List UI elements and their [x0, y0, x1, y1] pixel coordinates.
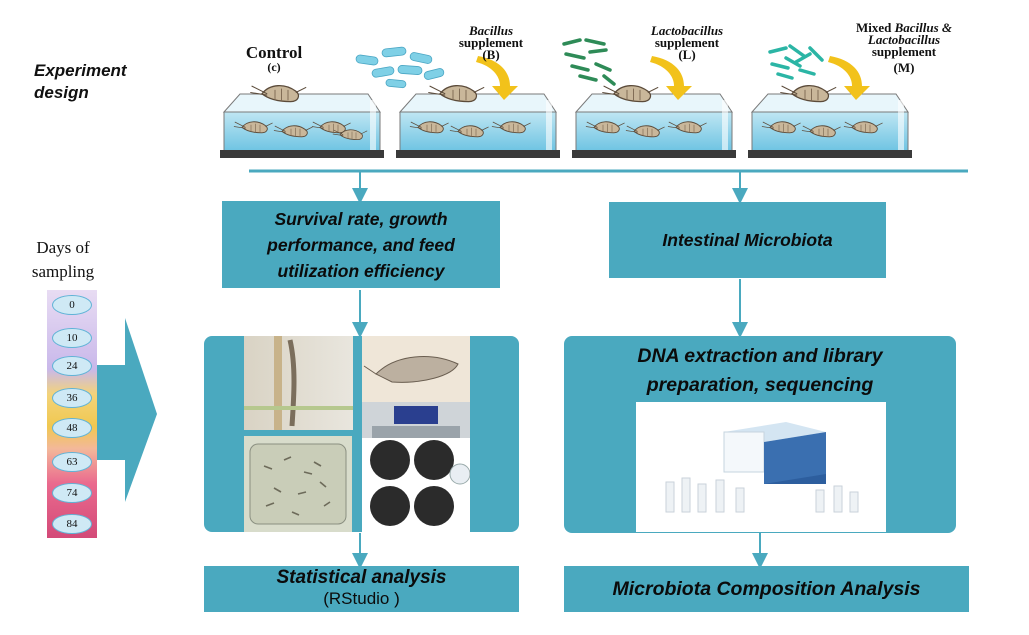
- day-84: 84: [52, 514, 92, 534]
- lactobacillus-sub: supplement: [654, 35, 720, 50]
- composition-box: Microbiota Composition Analysis: [564, 566, 969, 612]
- measurement-photos-panel: [204, 336, 519, 532]
- petri-dishes-photo: [362, 438, 470, 532]
- mixed-line2: Lactobacillus: [867, 32, 941, 47]
- day-24: 24: [52, 356, 92, 376]
- days-column: 0 10 24 36 48 63 74 84: [47, 290, 97, 538]
- days-title-line1: Days of: [36, 238, 90, 257]
- survival-text: Survival rate, growth performance, and f…: [267, 208, 455, 281]
- lactobacillus-code: (L): [678, 47, 696, 62]
- statistical-box: Statistical analysis (RStudio ): [204, 566, 519, 612]
- label-lactobacillus: Lactobacillus supplement (L): [624, 23, 750, 62]
- day-63: 63: [52, 452, 92, 472]
- control-code: (c): [267, 60, 281, 74]
- scale-photo: [362, 402, 470, 438]
- shrimp-photo: [362, 336, 470, 402]
- statistical-text: Statistical analysis: [276, 567, 447, 588]
- intestinal-text: Intestinal Microbiota: [662, 229, 833, 250]
- label-bacillus: Bacillus supplement (B): [436, 23, 546, 62]
- yellow-arrows: [476, 56, 870, 100]
- intestinal-box: Intestinal Microbiota: [609, 202, 886, 278]
- composition-text: Microbiota Composition Analysis: [612, 577, 921, 600]
- days-of-sampling-label: Days of sampling: [20, 236, 106, 284]
- days-title-line2: sampling: [31, 262, 95, 281]
- lactobacillus-name: Lactobacillus: [650, 23, 724, 38]
- rstudio-text: (RStudio ): [323, 589, 400, 608]
- day-48: 48: [52, 418, 92, 438]
- day-74: 74: [52, 483, 92, 503]
- label-mixed: Mixed Bacillus & Lactobacillus supplemen…: [820, 20, 988, 75]
- dna-kit-photo: [636, 402, 886, 532]
- tanks-illustration: [219, 38, 968, 173]
- big-right-arrow: [97, 318, 157, 502]
- day-10: 10: [52, 328, 92, 348]
- bacillus-name: Bacillus: [468, 23, 514, 38]
- dna-panel: DNA extraction and library preparation, …: [564, 336, 956, 533]
- mixed-line1-italic: Bacillus &: [894, 20, 953, 35]
- bacillus-sub: supplement: [458, 35, 524, 50]
- mixed-line3: supplement: [871, 44, 937, 59]
- mixed-line1-plain: Mixed: [855, 20, 895, 35]
- lactobacillus-cells: [562, 38, 616, 86]
- dna-text: DNA extraction and library preparation, …: [637, 345, 883, 396]
- survival-box: Survival rate, growth performance, and f…: [222, 201, 500, 288]
- day-0: 0: [52, 295, 92, 315]
- bacillus-cells: [355, 46, 445, 89]
- experiment-design-label: Experiment design: [34, 61, 127, 102]
- bacillus-code: (B): [482, 47, 500, 62]
- label-control: Control (c): [222, 43, 326, 74]
- mixed-code: (M): [893, 60, 915, 75]
- shrimp-length-photo: [244, 336, 353, 430]
- mixed-cells: [768, 44, 824, 80]
- day-36: 36: [52, 388, 92, 408]
- control-name: Control: [245, 43, 303, 62]
- larvae-tray-photo: [244, 436, 352, 532]
